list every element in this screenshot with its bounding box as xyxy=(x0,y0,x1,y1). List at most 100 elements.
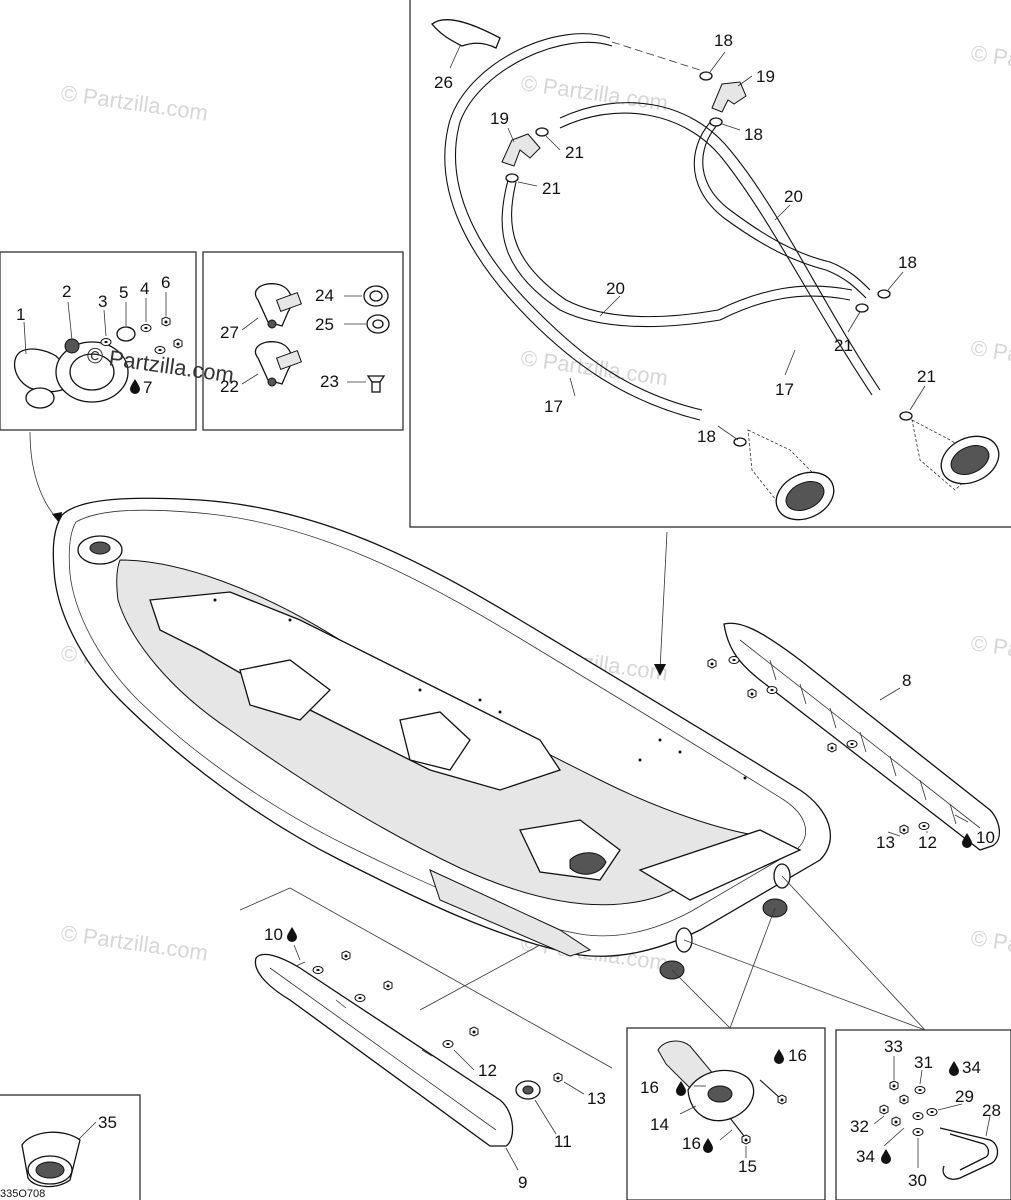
callout-10: 10 xyxy=(264,925,283,944)
watermark: © Partzilla.com xyxy=(969,925,1011,970)
part-9-sponson xyxy=(254,953,514,1147)
part-19-elbow-right xyxy=(711,81,747,113)
part-13-nut xyxy=(747,688,757,699)
part-13-nut xyxy=(553,1072,563,1083)
jet-nozzle-left xyxy=(747,429,835,521)
callout-labels: 1 2 3 5 4 6 7 24 25 27 22 23 26 18 19 18… xyxy=(16,31,1001,1192)
callout-9: 9 xyxy=(518,1173,527,1192)
callout-21: 21 xyxy=(542,179,561,198)
callout-21: 21 xyxy=(834,336,853,355)
callout-31: 31 xyxy=(914,1053,933,1072)
part-8-sponson-edge xyxy=(739,639,981,829)
callout-6: 6 xyxy=(161,273,170,292)
part-4-washer xyxy=(140,324,152,332)
part-33-nut xyxy=(899,1094,909,1105)
sponson-left-leader-lines xyxy=(293,944,585,1171)
drawing-reference-code: 335O708 xyxy=(0,1188,45,1200)
callout-4: 4 xyxy=(140,279,149,298)
drain-plug-inset-frame xyxy=(626,1027,826,1200)
hull-inner-rim xyxy=(68,509,806,937)
callout-19: 19 xyxy=(756,67,775,86)
sleeve-inset-frame xyxy=(0,1094,141,1200)
part-12-washer xyxy=(766,686,778,694)
callout-35: 35 xyxy=(98,1113,117,1132)
hose-17-dash xyxy=(611,41,701,71)
callout-24: 24 xyxy=(315,286,334,305)
callout-29: 29 xyxy=(955,1087,974,1106)
part-12-washer xyxy=(312,966,324,974)
hull xyxy=(29,431,926,1069)
part-32-nut xyxy=(879,1104,889,1115)
clamps-leader-lines xyxy=(241,295,366,385)
callout-18: 18 xyxy=(697,427,716,446)
callout-11: 11 xyxy=(554,1132,572,1151)
watermark: © Partzilla.com xyxy=(59,80,209,125)
tow-hook-assembly xyxy=(873,1056,999,1180)
part-31-washer xyxy=(914,1086,926,1094)
part-13-nut xyxy=(827,742,837,753)
hose-17-right-inner xyxy=(559,112,873,396)
part-25-clamp xyxy=(366,314,390,334)
sponson-left xyxy=(254,927,585,1171)
hull-rivets xyxy=(213,598,747,780)
callout-16: 16 xyxy=(640,1078,659,1097)
part-13-nut xyxy=(469,1026,479,1037)
callout-10: 10 xyxy=(976,828,995,847)
jet-nozzle-right xyxy=(911,419,1000,491)
hose-20-right-inner xyxy=(693,117,867,299)
loctite-drop-icon xyxy=(703,1138,713,1153)
part-28-tow-hook-inner xyxy=(949,1133,990,1171)
callout-34: 34 xyxy=(856,1147,875,1166)
part-15-screw xyxy=(729,1117,751,1145)
part-12-washer xyxy=(846,740,858,748)
watermark: © Partzilla.com xyxy=(519,345,669,390)
part-12-washer xyxy=(442,1040,454,1048)
drain-leader-lines xyxy=(679,1085,747,1158)
callout-15: 15 xyxy=(738,1157,757,1176)
loctite-drop-icon xyxy=(287,927,297,942)
sleeve-assembly xyxy=(21,1121,97,1188)
callout-8: 8 xyxy=(902,671,911,690)
steering-leader-lines xyxy=(23,292,167,355)
callout-18: 18 xyxy=(898,253,917,272)
callout-28: 28 xyxy=(982,1101,1001,1120)
part-13-nut xyxy=(341,950,351,961)
loctite-drop-icon xyxy=(881,1149,891,1164)
hose-17-left-inner xyxy=(454,41,703,411)
callout-7: 7 xyxy=(143,378,152,397)
hose-20-left-inner xyxy=(511,181,853,318)
sponson-right-leader-lines xyxy=(879,687,969,837)
callout-18: 18 xyxy=(714,31,733,50)
part-9-sponson-edge xyxy=(269,967,497,1131)
hull-stern-platform xyxy=(638,829,802,901)
part-12-washer xyxy=(354,994,366,1002)
part-14-drain-hole xyxy=(707,1085,733,1103)
drain-plug-assembly xyxy=(657,1040,787,1158)
callout-23: 23 xyxy=(320,372,339,391)
callout-12: 12 xyxy=(478,1061,497,1080)
callout-25: 25 xyxy=(315,315,334,334)
part-32-nut xyxy=(891,1116,901,1127)
hose-20-right-outer xyxy=(702,119,871,291)
watermark: © Partzilla.com xyxy=(969,630,1011,675)
callout-2: 2 xyxy=(62,282,71,301)
part-30-washer xyxy=(912,1128,924,1136)
callout-13: 13 xyxy=(876,833,895,852)
part-16-screw xyxy=(759,1079,787,1105)
part-12-washer xyxy=(918,822,930,830)
callout-13: 13 xyxy=(587,1089,606,1108)
part-22-clamp xyxy=(254,341,303,387)
part-33-nut xyxy=(889,1080,899,1091)
loctite-drop-icon xyxy=(949,1061,959,1076)
clamps-assembly xyxy=(241,283,390,393)
callout-20: 20 xyxy=(606,279,625,298)
watermark: © Partzilla.com xyxy=(969,40,1011,85)
part-6-nut xyxy=(161,316,171,327)
callout-22: 22 xyxy=(220,377,239,396)
hose-clamps xyxy=(505,71,913,447)
part-1-grip xyxy=(25,387,55,409)
hull-fitting xyxy=(569,852,607,875)
sleeve-leader-line xyxy=(77,1121,97,1141)
steering-inset-frame xyxy=(0,251,197,431)
callout-30: 30 xyxy=(908,1171,927,1190)
